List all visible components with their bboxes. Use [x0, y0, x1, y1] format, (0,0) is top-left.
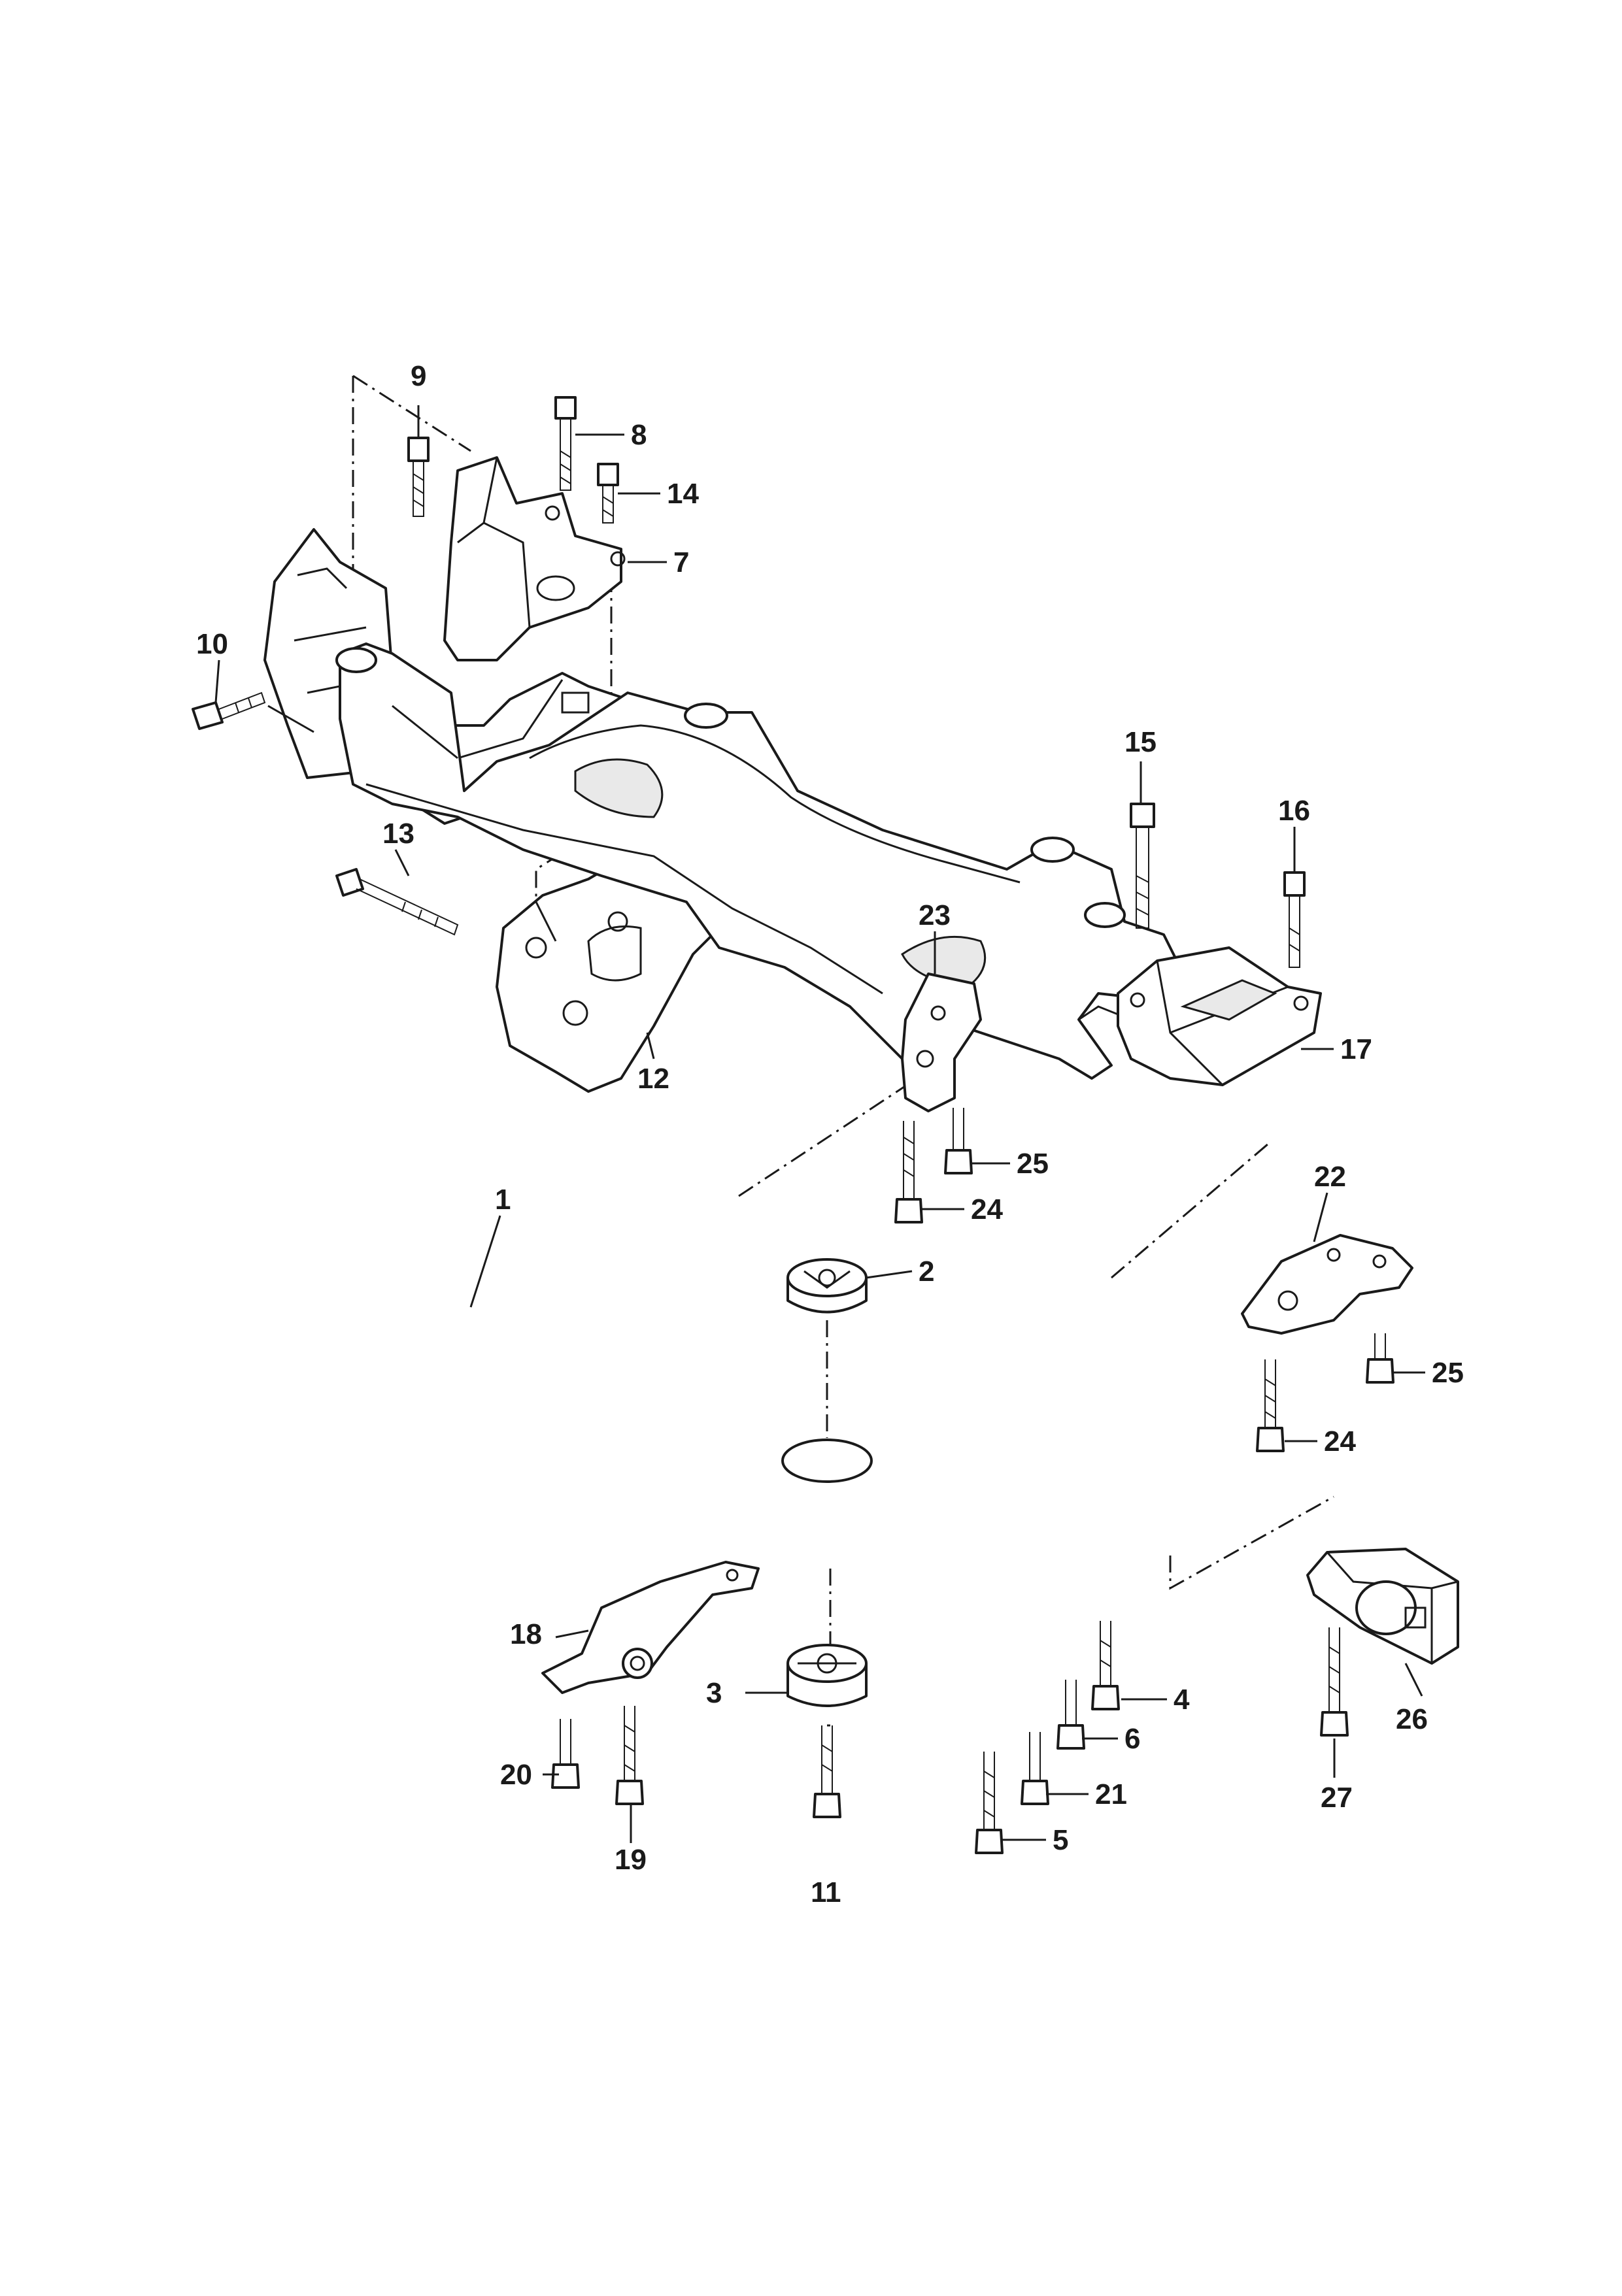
callout-8: 8	[631, 419, 647, 451]
bolt-15	[1130, 803, 1155, 929]
bolt-24-lower	[1256, 1359, 1285, 1452]
callout-10: 10	[196, 628, 228, 660]
callout-25-upper: 25	[1017, 1148, 1049, 1180]
bolt-16	[1283, 871, 1306, 968]
callout-13: 13	[382, 818, 414, 850]
callout-19: 19	[615, 1844, 647, 1876]
callout-26: 26	[1396, 1703, 1428, 1735]
mount-26	[1306, 1548, 1459, 1665]
bolt-4	[1091, 1621, 1120, 1710]
rubber-bushing-3	[786, 1644, 868, 1707]
callout-22: 22	[1314, 1161, 1346, 1193]
bolt-6	[1056, 1680, 1085, 1750]
gearbox-mount-17	[1117, 946, 1322, 1086]
bolt-24-upper	[894, 1121, 923, 1223]
callout-6: 6	[1124, 1723, 1140, 1755]
callout-1: 1	[495, 1184, 511, 1216]
bushing-seat	[781, 1439, 873, 1483]
callout-15: 15	[1124, 726, 1157, 758]
bolt-5	[975, 1752, 1004, 1854]
callout-2: 2	[919, 1256, 934, 1288]
callout-12: 12	[637, 1063, 669, 1095]
callout-9: 9	[411, 360, 426, 392]
rubber-bushing-2	[786, 1258, 868, 1314]
callout-24-upper: 24	[971, 1193, 1003, 1225]
callout-16: 16	[1278, 795, 1310, 827]
leader-lines	[214, 405, 1425, 1843]
bracket-22	[1241, 1234, 1413, 1335]
bolt-25-upper	[944, 1108, 973, 1174]
callout-25-lower: 25	[1432, 1357, 1464, 1389]
callout-18: 18	[510, 1618, 542, 1650]
callout-labels: 1 2 3 4 5 6 7 8 9 10 11 12 13 14 15 16 1…	[196, 360, 1464, 1908]
front-subframe	[335, 642, 1185, 1080]
callout-3: 3	[706, 1677, 722, 1709]
callout-11: 11	[811, 1876, 841, 1908]
callout-4: 4	[1174, 1684, 1190, 1716]
callout-20: 20	[500, 1759, 532, 1791]
bolt-25-lower	[1366, 1333, 1394, 1384]
callout-14: 14	[667, 478, 699, 510]
callout-24-lower: 24	[1324, 1425, 1356, 1457]
callout-5: 5	[1053, 1824, 1068, 1856]
bolt-14	[597, 463, 619, 524]
bolt-8	[554, 396, 577, 491]
bolt-13	[335, 868, 459, 936]
bolt-11	[813, 1725, 841, 1818]
bolt-19	[615, 1706, 644, 1805]
callout-21: 21	[1095, 1778, 1127, 1810]
engine-mount-7	[443, 456, 626, 661]
bracket-23	[901, 973, 982, 1112]
bolts	[192, 396, 1394, 1854]
callout-17: 17	[1340, 1033, 1372, 1065]
callout-7: 7	[673, 546, 689, 578]
callout-27: 27	[1321, 1782, 1353, 1814]
bolt-20	[551, 1719, 580, 1789]
callout-23: 23	[919, 899, 951, 931]
bolt-10	[192, 691, 266, 730]
bracket-18	[541, 1561, 760, 1694]
bolt-27	[1320, 1627, 1349, 1737]
bolt-21	[1021, 1732, 1049, 1805]
bolt-9	[407, 437, 430, 517]
